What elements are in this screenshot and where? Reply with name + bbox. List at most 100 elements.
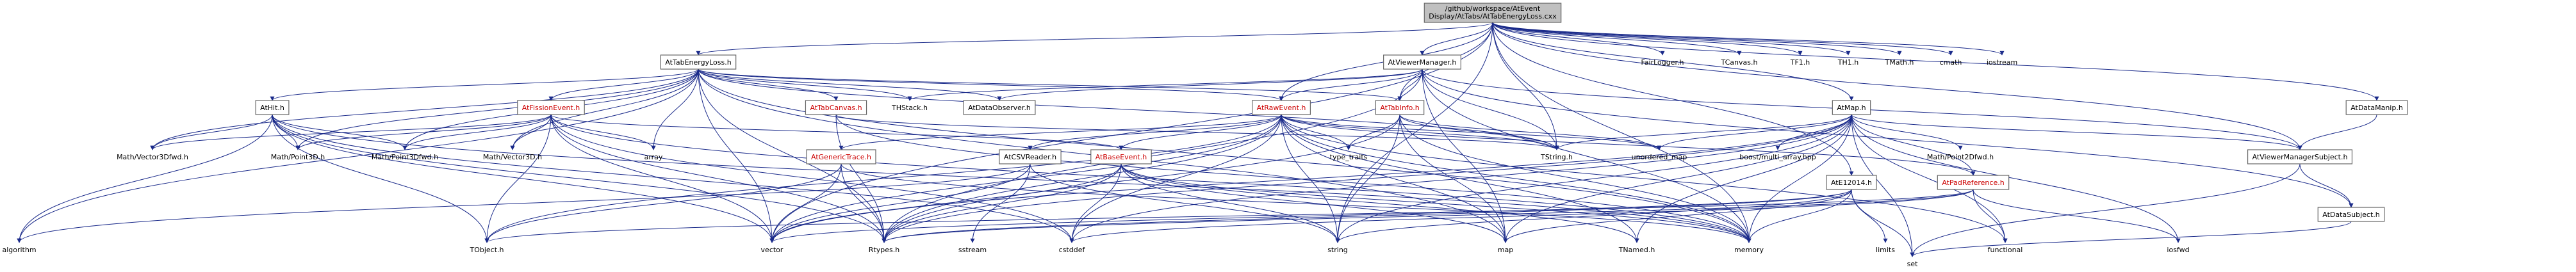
edge-tabel_h-to-tabinfo [698,68,1402,101]
edge-viewer_mgr-to-map [1422,68,1508,243]
node-unordered_map[interactable]: unordered_map [1632,153,1687,161]
edge-baseevent-to-tnamed [1120,163,1639,243]
edge-tabel_h-to-algorithm [17,68,699,243]
node-point3d[interactable]: Math/Point3D.h [271,153,325,161]
node-dataobs[interactable]: AtDataObserver.h [963,100,1036,115]
node-label: Rtypes.h [869,246,899,254]
node-cstddef[interactable]: cstddef [1059,246,1086,254]
node-padref[interactable]: AtPadReference.h [1937,175,2010,190]
node-array[interactable]: array [644,153,663,161]
node-vmsubject[interactable]: AtViewerManagerSubject.h [2247,149,2353,164]
edge-atmap-to-set [1851,114,1915,257]
node-root[interactable]: /github/workspace/AtEventDisplay/AtTabs/… [1423,3,1562,23]
edge-athit-to-vec3dfwd [150,114,273,150]
node-tmath[interactable]: TMath.h [1885,58,1914,67]
edge-viewer_mgr-to-memory [1422,68,1752,243]
node-map[interactable]: map [1498,246,1513,254]
node-atmap[interactable]: AtMap.h [1832,100,1871,115]
node-tf1[interactable]: TF1.h [1790,58,1810,67]
node-datamanip[interactable]: AtDataManip.h [2345,100,2408,115]
node-tabinfo[interactable]: AtTabInfo.h [1375,100,1425,115]
node-iosfwd[interactable]: iosfwd [2167,246,2189,254]
node-rawevent[interactable]: AtRawEvent.h [1252,100,1311,115]
node-rtypes[interactable]: Rtypes.h [869,246,899,254]
edge-tabinfo-to-unordered_map [1399,114,1662,150]
node-vec3dfwd[interactable]: Math/Vector3Dfwd.h [117,153,188,161]
node-sstream[interactable]: sstream [958,246,987,254]
edge-athit-to-cstddef [272,114,1074,243]
node-tnamed[interactable]: TNamed.h [1618,246,1655,254]
edge-rawevent-to-baseevent [1119,114,1282,150]
node-box [1375,100,1425,115]
node-tobject[interactable]: TObject.h [469,246,504,254]
node-limits[interactable]: limits [1876,246,1895,254]
node-datasubject[interactable]: AtDataSubject.h [2317,207,2385,222]
node-label: Math/Vector3D.h [483,153,542,161]
edge-csvreader-to-vector [769,163,1031,243]
edge-tabel_h-to-array [651,68,699,150]
edge-viewer_mgr-to-tstring [1422,68,1559,150]
node-label: cmath [1940,58,1962,67]
edge-tabel_h-to-rtypes [698,68,887,243]
node-label: AtPadReference.h [1942,179,2004,187]
edge-atmap-to-vmsubject [1851,114,2302,150]
node-thstack[interactable]: THStack.h [891,104,928,112]
edge-tabel_h-to-thstack [698,68,912,101]
node-fission[interactable]: AtFissionEvent.h [517,100,585,115]
node-ate12014[interactable]: AtE12014.h [1826,175,1877,190]
edge-athit-to-algorithm [17,114,273,243]
node-tabcanvas[interactable]: AtTabCanvas.h [805,100,867,115]
node-csvreader[interactable]: AtCSVReader.h [999,149,1062,164]
edge-tabinfo-to-map [1399,114,1508,243]
edge-baseevent-to-memory [1120,163,1752,243]
node-tabel_h[interactable]: AtTabEnergyLoss.h [660,54,737,70]
node-algorithm[interactable]: algorithm [2,246,36,254]
node-generictrace[interactable]: AtGenericTrace.h [806,149,876,164]
edges-layer [17,22,2379,257]
edge-tabel_h-to-fission [548,68,699,101]
node-memory[interactable]: memory [1734,246,1764,254]
node-tstring[interactable]: TString.h [1540,153,1573,161]
edge-ate12014-to-vector [769,189,1852,243]
node-th1[interactable]: TH1.h [1837,58,1858,67]
node-viewer_mgr[interactable]: AtViewerManager.h [1383,54,1461,70]
edge-root-to-fairlogger [1492,22,1665,56]
edge-tabinfo-to-tstring [1399,114,1559,150]
node-vector[interactable]: vector [761,246,783,254]
node-set[interactable]: set [1907,260,1918,268]
edge-root-to-viewer_mgr [1420,22,1493,56]
node-label: Display/AtTabs/AtTabEnergyLoss.cxx [1429,12,1557,20]
node-tcanvas[interactable]: TCanvas.h [1721,58,1758,67]
node-boostmulti[interactable]: boost/multi_array.hpp [1739,153,1816,161]
edge-baseevent-to-cstddef [1069,163,1122,243]
edge-padref-to-iosfwd [1973,189,2181,243]
node-string[interactable]: string [1327,246,1348,254]
node-athit[interactable]: AtHit.h [255,100,290,115]
edge-root-to-vmsubject [1492,22,2302,150]
node-iostream[interactable]: iostream [1987,58,2017,67]
edge-atmap-to-tnamed [1634,114,1852,243]
node-label: set [1907,260,1918,268]
node-label: Math/Point3D.h [271,153,325,161]
node-point3dfwd[interactable]: Math/Point3Dfwd.h [372,153,438,161]
edge-vmsubject-to-set [1910,163,2301,257]
edge-atmap-to-memory [1746,114,1852,243]
node-vector3d[interactable]: Math/Vector3D.h [483,153,542,161]
edge-ate12014-to-map [1503,189,1852,243]
node-label: map [1498,246,1513,254]
node-label: /github/workspace/AtEvent [1445,4,1541,13]
node-functional[interactable]: functional [1988,246,2023,254]
edge-root-to-tabel_h [696,22,1493,56]
node-typetraits[interactable]: type_traits [1330,153,1368,161]
node-baseevent[interactable]: AtBaseEvent.h [1090,149,1152,164]
edge-tabel_h-to-rawevent [698,68,1284,101]
edge-atmap-to-string [1335,114,1852,243]
node-label: iostream [1987,58,2017,67]
node-point2dfwd[interactable]: Math/Point2Dfwd.h [1927,153,1994,161]
node-box [806,149,876,164]
edge-rawevent-to-functional [1281,114,2008,243]
node-label: Math/Vector3Dfwd.h [117,153,188,161]
node-fairlogger[interactable]: FairLogger.h [1641,58,1684,67]
node-cmath[interactable]: cmath [1940,58,1962,67]
